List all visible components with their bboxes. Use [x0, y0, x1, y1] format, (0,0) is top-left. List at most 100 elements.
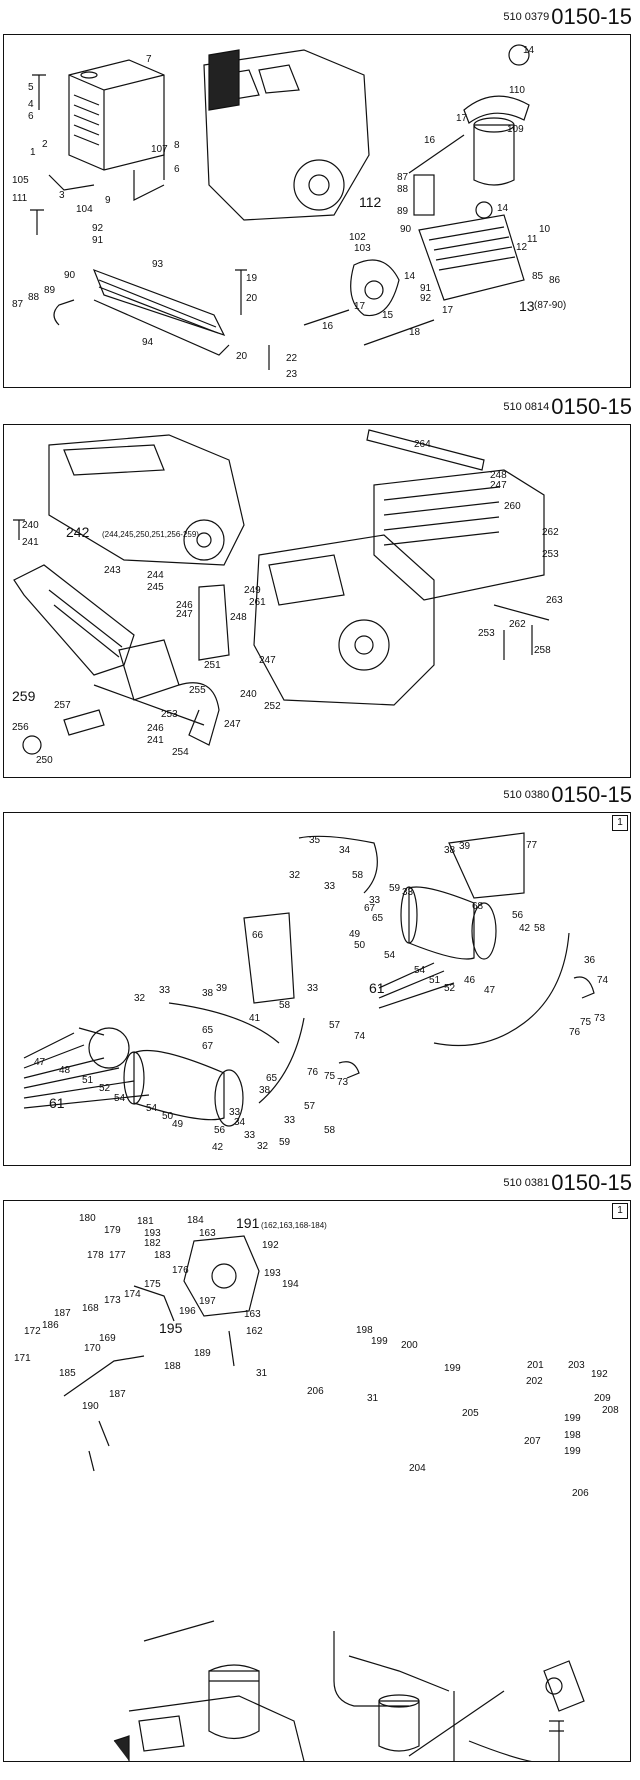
- callout: 183: [154, 1250, 171, 1261]
- callout: 256: [12, 722, 29, 733]
- callout: 32: [134, 993, 146, 1004]
- callout: 50: [354, 940, 366, 951]
- callout: 3: [59, 190, 65, 201]
- sheet-2-drawing: 264 248 247 260 240 241 242 262 253 243 …: [12, 429, 563, 766]
- sheet-1-panel: 14 7 5 4 6 110 17 16 109 1 2 105 111 3 1…: [3, 34, 631, 388]
- doc-number-small: 510 0814: [503, 401, 550, 413]
- sheet-1-doc-number: 510 03790150-15: [503, 4, 632, 30]
- callout: 88: [397, 184, 409, 195]
- callout: 163: [244, 1309, 261, 1320]
- callout: 261: [249, 597, 266, 608]
- callout: 16: [322, 321, 334, 332]
- callout: 4: [28, 99, 34, 110]
- callout: 66: [252, 930, 264, 941]
- callout: 244: [147, 570, 164, 581]
- callout: 56: [512, 910, 524, 921]
- callout: 107: [151, 144, 168, 155]
- callout: 264: [414, 439, 431, 450]
- callout: 35: [309, 835, 321, 846]
- callout: 199: [444, 1363, 461, 1374]
- sheet-4-doc-number: 510 03810150-15: [503, 1170, 632, 1196]
- callout: 87: [12, 299, 24, 310]
- sheet-4-panel: 1: [3, 1200, 631, 1762]
- callout: 179: [104, 1225, 121, 1236]
- callout: 169: [99, 1333, 116, 1344]
- callout: 243: [104, 565, 121, 576]
- callout: 189: [194, 1348, 211, 1359]
- callout: 242: [66, 524, 90, 540]
- callout: 247: [176, 609, 193, 620]
- callout: 248: [490, 470, 507, 481]
- callout: 33: [159, 985, 171, 996]
- callout: 9: [105, 195, 111, 206]
- callout: 16: [424, 135, 436, 146]
- callout: 75: [580, 1017, 592, 1028]
- callout: 34: [339, 845, 351, 856]
- callout: 186: [42, 1320, 59, 1331]
- doc-number-big: 0150-15: [551, 394, 632, 419]
- callout: 54: [114, 1093, 126, 1104]
- callout: 193: [264, 1268, 281, 1279]
- callout: 33: [369, 895, 381, 906]
- callout: 245: [147, 582, 164, 593]
- callout: 112: [359, 194, 382, 210]
- callout: 39: [216, 983, 228, 994]
- doc-number-big: 0150-15: [551, 782, 632, 807]
- callout: 102: [349, 232, 366, 243]
- callout: 194: [282, 1279, 299, 1290]
- callout: 249: [244, 585, 261, 596]
- callout: 73: [337, 1077, 349, 1088]
- callout: 240: [240, 689, 257, 700]
- doc-number-small: 510 0381: [503, 1177, 550, 1189]
- note: (244,245,250,251,256-259): [102, 530, 199, 539]
- callout: 87: [397, 172, 409, 183]
- callout: 240: [22, 520, 39, 531]
- callout: 105: [12, 175, 29, 186]
- callout: 68: [472, 901, 484, 912]
- callout: 90: [400, 224, 412, 235]
- callout: 110: [509, 85, 525, 96]
- callout: 32: [257, 1141, 269, 1152]
- callout: 92: [420, 293, 432, 304]
- callout: 38: [444, 845, 456, 856]
- callout: 58: [324, 1125, 336, 1136]
- callout: 61: [369, 980, 385, 996]
- callout: 89: [397, 206, 409, 217]
- callout: 177: [109, 1250, 126, 1261]
- callout: 171: [14, 1353, 31, 1364]
- sheet-1-drawing: 14 7 5 4 6 110 17 16 109 1 2 105 111 3 1…: [12, 44, 566, 380]
- callout: 109: [507, 124, 524, 135]
- callout: 173: [104, 1295, 121, 1306]
- callout: 175: [144, 1279, 161, 1290]
- callout: 89: [44, 285, 56, 296]
- callout: 111: [12, 193, 28, 204]
- callout: 209: [594, 1393, 611, 1404]
- callout: 58: [279, 1000, 291, 1011]
- callout: 5: [28, 82, 34, 93]
- callout: 14: [497, 203, 509, 214]
- callout: 191: [236, 1215, 260, 1231]
- callout: 67: [202, 1041, 214, 1052]
- callout: 58: [534, 923, 546, 934]
- callout: 57: [304, 1101, 316, 1112]
- callout: 247: [224, 719, 241, 730]
- callout: 199: [564, 1413, 581, 1424]
- doc-number-small: 510 0380: [503, 789, 550, 801]
- callout: 184: [187, 1215, 204, 1226]
- callout: 31: [256, 1368, 268, 1379]
- callout: 248: [230, 612, 247, 623]
- callout: 86: [549, 275, 561, 286]
- callout: 6: [28, 111, 34, 122]
- callout: 17: [442, 305, 454, 316]
- callout: 181: [137, 1216, 154, 1227]
- callout: 22: [286, 353, 298, 364]
- callout: 58: [352, 870, 364, 881]
- callout: 253: [542, 549, 559, 560]
- callout: 207: [524, 1436, 541, 1447]
- callout: 262: [542, 527, 559, 538]
- callout: 47: [484, 985, 496, 996]
- callout: 15: [382, 310, 394, 321]
- callout: 170: [84, 1343, 101, 1354]
- callout: 52: [99, 1083, 111, 1094]
- callout: 197: [199, 1296, 216, 1307]
